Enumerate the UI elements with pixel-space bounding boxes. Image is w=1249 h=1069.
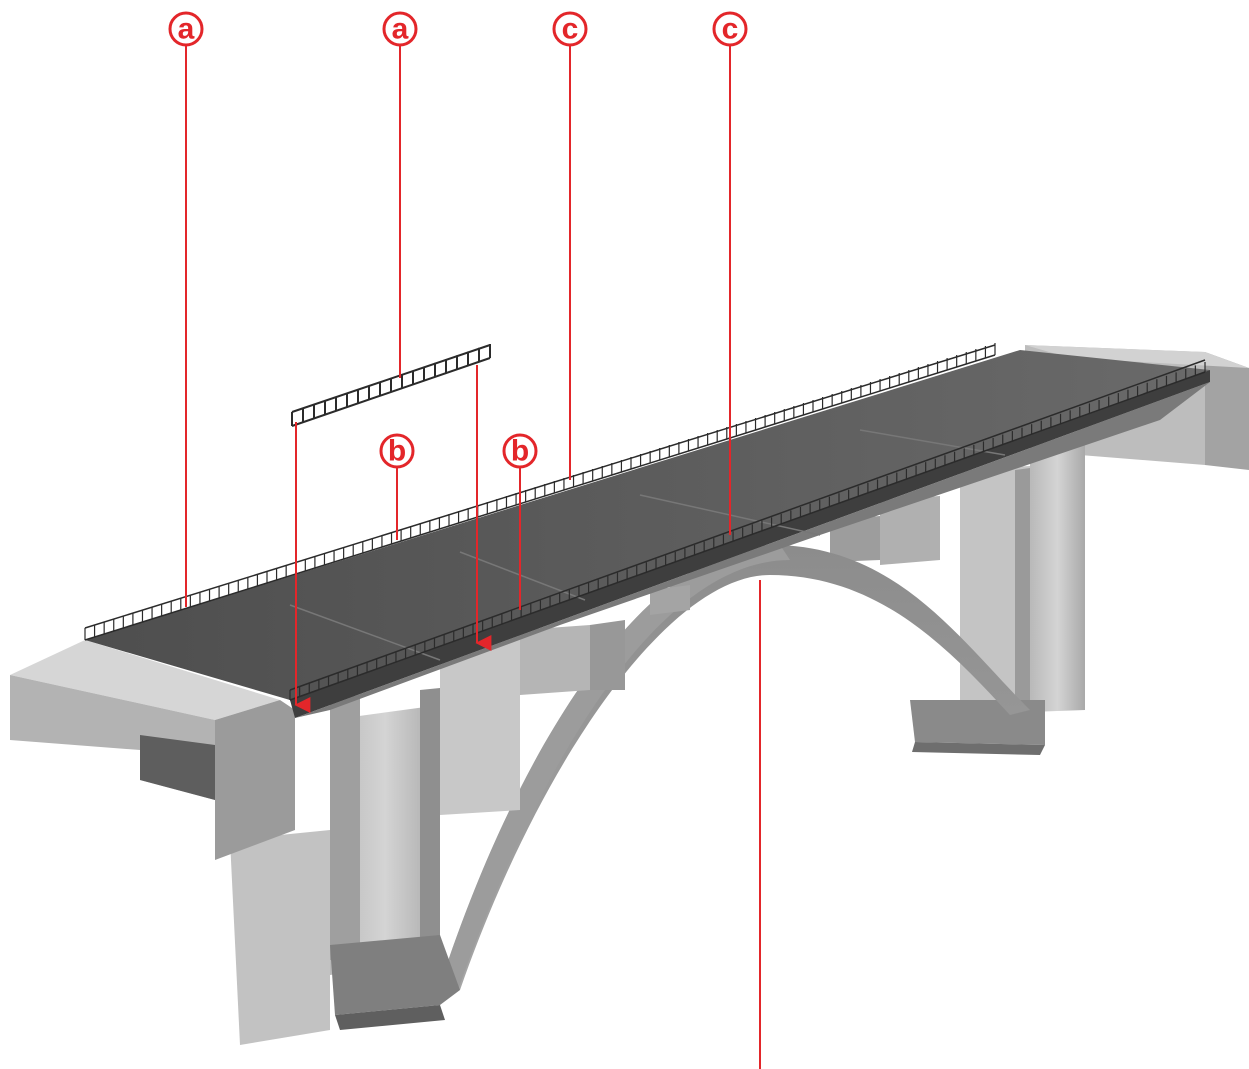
- near-abutment: [10, 640, 295, 860]
- callout-b-left: b: [379, 433, 415, 469]
- callout-a-left: a: [168, 11, 204, 47]
- callout-b-left-label: b: [388, 435, 406, 468]
- bridge-railing-near: [289, 359, 1206, 701]
- callout-c-right-label: c: [722, 13, 739, 46]
- near-pier: [230, 632, 520, 1045]
- callout-c-right: c: [712, 11, 748, 47]
- loose-railing-part: [291, 344, 491, 427]
- callout-a-right-label: a: [392, 13, 409, 46]
- callout-a-left-label: a: [178, 13, 195, 46]
- callout-a-right: a: [382, 11, 418, 47]
- deck: [85, 350, 1210, 718]
- leader-lines: [185, 44, 761, 1069]
- callout-c-left: c: [552, 11, 588, 47]
- callout-c-left-label: c: [562, 13, 579, 46]
- callout-b-right-label: b: [511, 435, 529, 468]
- arch: [440, 544, 1030, 990]
- bridge-railing-far: [84, 344, 996, 641]
- callout-b-right: b: [502, 433, 538, 469]
- middle-piers: [520, 585, 690, 695]
- far-piers: [830, 438, 1085, 755]
